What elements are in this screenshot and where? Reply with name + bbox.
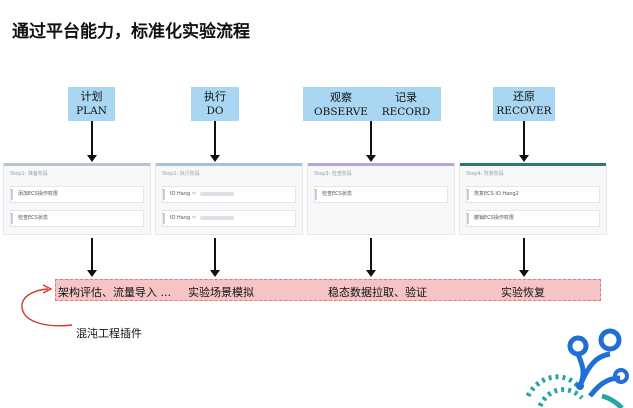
phase-plan-cn: 计划 xyxy=(80,90,103,103)
plugin-label: 混沌工程插件 xyxy=(76,327,142,340)
arrow-to-band-1 xyxy=(87,238,97,277)
card-step-label: Step4: 恢复阶段 xyxy=(466,171,504,177)
phase-do-cn: 执行 xyxy=(204,90,226,103)
phase-plan-en: PLAN xyxy=(76,105,107,117)
arrow-recover xyxy=(519,121,529,162)
step-card-recover: Step4: 恢复阶段 恢复ECS IO Hang2 撤销ECS操作权限 xyxy=(459,163,607,235)
phase-plan-box: 计划 PLAN xyxy=(68,87,115,121)
logo-icon xyxy=(525,328,629,408)
card-row: IO Hang ~ xyxy=(162,186,296,203)
card-top-bar xyxy=(156,163,302,166)
step-card-execute: Step2: 执行阶段 IO Hang ~ IO Hang ~ xyxy=(155,163,303,235)
band-label-assess: 架构评估、流量导入 ... xyxy=(58,286,171,299)
phase-recover-en: RECOVER xyxy=(496,105,552,117)
phase-do-en: DO xyxy=(206,105,224,117)
phase-observe-cn: 观察 xyxy=(330,91,352,104)
arrow-plan xyxy=(87,121,97,162)
card-step-label: Step3: 检查阶段 xyxy=(314,171,352,177)
phase-recover-box: 还原 RECOVER xyxy=(493,87,555,121)
band-label-recover: 实验恢复 xyxy=(501,286,545,299)
card-row: 撤销ECS操作权限 xyxy=(466,210,600,227)
curved-arrow-icon xyxy=(21,284,73,327)
card-row: IO Hang ~ xyxy=(162,210,296,227)
plugin-band xyxy=(55,279,601,301)
phase-do-box: 执行 DO xyxy=(191,87,239,121)
page-title: 通过平台能力，标准化实验流程 xyxy=(12,22,250,42)
step-card-prepare: Step1: 准备阶段 添加ECS操作权限 检查ECS状态 xyxy=(3,163,151,235)
phase-record-en: RECORD xyxy=(381,106,431,118)
band-label-verify: 稳态数据拉取、验证 xyxy=(328,286,427,299)
phase-recover-cn: 还原 xyxy=(513,90,535,103)
phase-observe-en: OBSERVE xyxy=(314,106,368,118)
card-row: 检查ECS状态 xyxy=(314,186,448,203)
card-top-bar xyxy=(308,163,454,166)
arrow-observe xyxy=(366,121,376,162)
card-row: 添加ECS操作权限 xyxy=(10,186,144,203)
card-top-bar xyxy=(4,163,150,166)
card-step-label: Step2: 执行阶段 xyxy=(162,171,200,177)
arrow-to-band-2 xyxy=(210,238,220,277)
phase-record-cn: 记录 xyxy=(395,91,417,104)
arrow-to-band-4 xyxy=(519,238,529,277)
card-step-label: Step1: 准备阶段 xyxy=(10,171,48,177)
phase-observe-record-box: 观察 OBSERVE 记录 RECORD xyxy=(303,87,441,121)
band-label-simulate: 实验场景模拟 xyxy=(188,286,254,299)
card-row: 恢复ECS IO Hang2 xyxy=(466,186,600,203)
arrow-to-band-3 xyxy=(366,238,376,277)
card-top-bar xyxy=(460,163,606,166)
step-card-check: Step3: 检查阶段 检查ECS状态 xyxy=(307,163,455,235)
card-row: 检查ECS状态 xyxy=(10,210,144,227)
arrow-do xyxy=(210,121,220,162)
